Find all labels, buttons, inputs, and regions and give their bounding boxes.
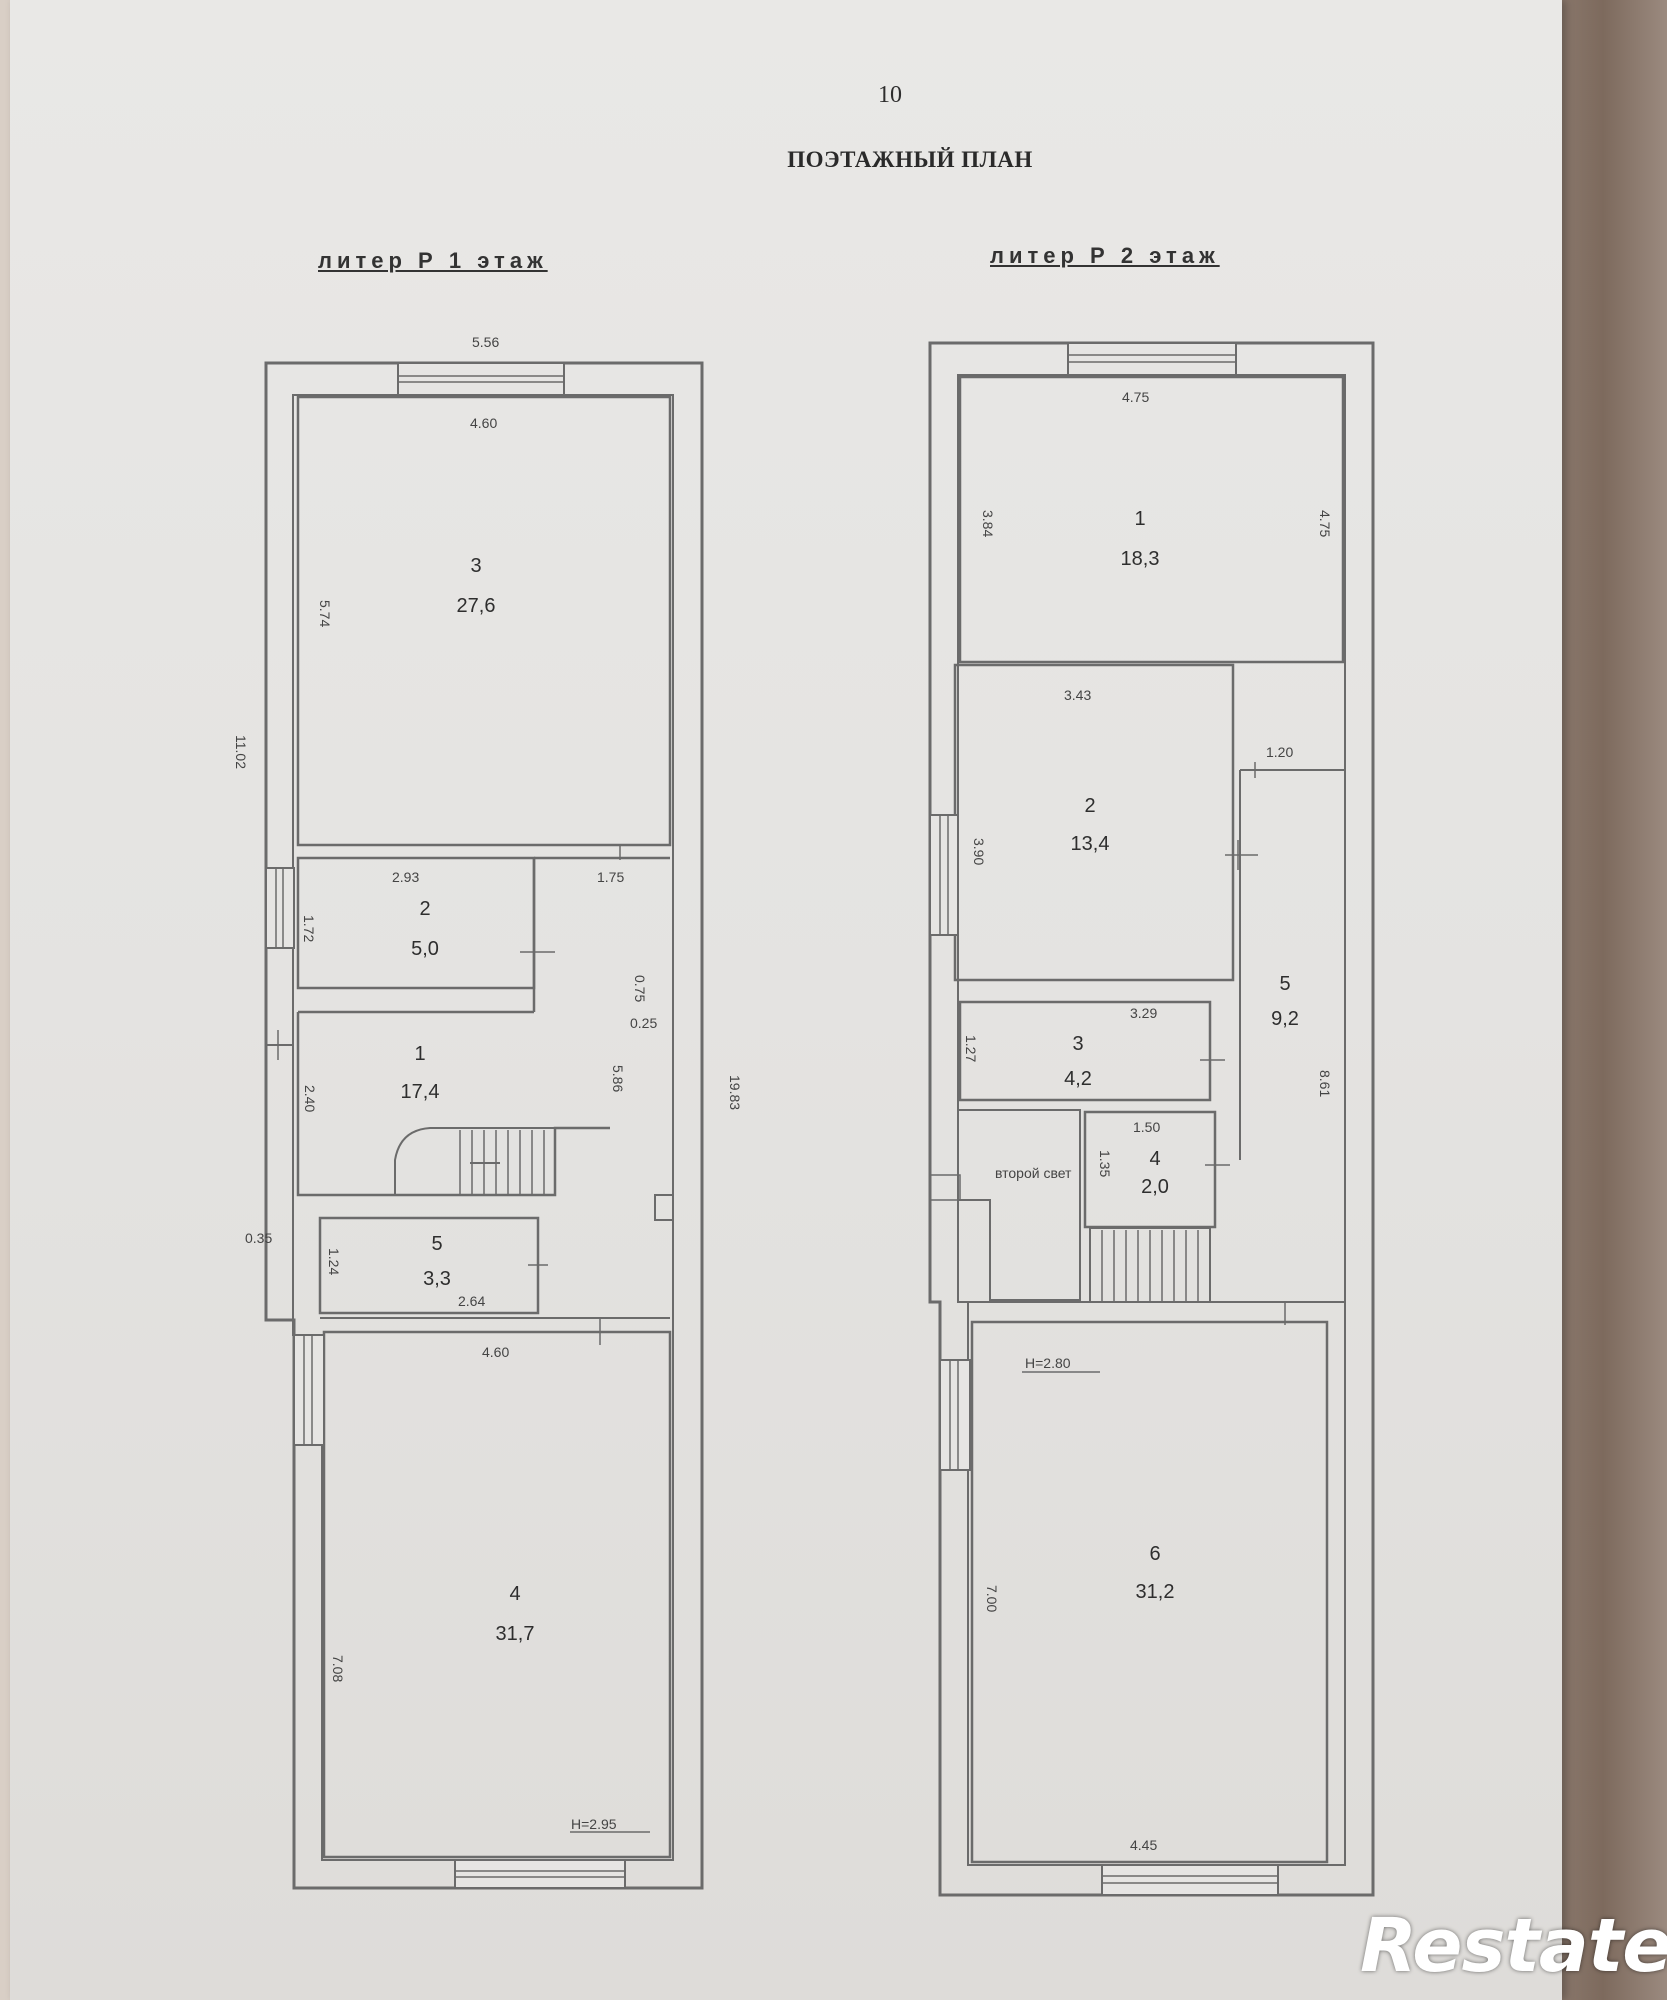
room-number: 4 <box>509 1583 520 1605</box>
room-number: 2 <box>1084 795 1095 817</box>
dim-label: 3.43 <box>1064 687 1091 703</box>
room-number: 3 <box>1072 1033 1083 1055</box>
room-f2-3 <box>958 1000 1212 1102</box>
room-number: 5 <box>1279 973 1290 995</box>
watermark-text: Restate <box>1360 1903 1667 1989</box>
room-number: 6 <box>1149 1543 1160 1565</box>
dim-label: 3.29 <box>1130 1005 1157 1021</box>
room-f1-5 <box>318 1216 540 1315</box>
room-area: 17,4 <box>401 1081 440 1103</box>
room-number: 4 <box>1149 1148 1160 1170</box>
dim-label: 7.08 <box>330 1655 346 1682</box>
floor1-plan <box>264 361 704 1890</box>
dim-label: 2.40 <box>302 1085 318 1112</box>
dim-label: 2.64 <box>458 1293 485 1309</box>
room-number: 1 <box>414 1043 425 1065</box>
background-edge <box>1560 0 1667 2000</box>
dim-f1-top: 5.56 <box>472 334 499 350</box>
window-icon <box>1101 1864 1279 1896</box>
room-number: 5 <box>431 1233 442 1255</box>
dim-f1-right: 19.83 <box>727 1075 743 1110</box>
dim-label: 2.93 <box>392 869 419 885</box>
floor1-outer-wall <box>264 361 704 1890</box>
dim-label: 1.75 <box>597 869 624 885</box>
room-f1-4 <box>322 1330 672 1859</box>
dim-label: 5.74 <box>317 600 333 627</box>
dim-label: 1.35 <box>1097 1150 1113 1177</box>
room-f2-1 <box>958 375 1345 664</box>
floor2-plan <box>928 341 1375 1897</box>
room-area: 18,3 <box>1121 548 1160 570</box>
dim-label: 0.75 <box>632 975 648 1002</box>
dim-label: 1.24 <box>326 1248 342 1275</box>
dim-label: 3.84 <box>980 510 996 537</box>
window-icon <box>939 1359 971 1471</box>
window-icon <box>397 362 565 396</box>
room-area: 2,0 <box>1141 1176 1169 1198</box>
dim-label: 1.27 <box>963 1035 979 1062</box>
dim-label: 7.00 <box>984 1585 1000 1612</box>
window-icon <box>929 814 959 936</box>
dim-label: 4.60 <box>482 1344 509 1360</box>
floor2-labels: 1 18,3 4.75 3.84 4.75 2 13,4 3.43 3.90 5… <box>963 389 1333 1853</box>
room-area: 27,6 <box>457 595 496 617</box>
height-note: H=2.80 <box>1025 1355 1071 1371</box>
page-title: ПОЭТАЖНЫЙ ПЛАН <box>787 147 1033 172</box>
window-icon <box>293 1334 325 1446</box>
dim-label: 4.45 <box>1130 1837 1157 1853</box>
dim-label: 4.75 <box>1317 510 1333 537</box>
dim-f1-gap: 0.35 <box>245 1230 272 1246</box>
restate-logo: Restate <box>1360 1895 1667 1990</box>
window-icon <box>454 1859 626 1889</box>
floor2-title: литер Р 2 этаж <box>990 243 1220 268</box>
room-f1-3 <box>296 395 672 847</box>
room-number: 2 <box>419 898 430 920</box>
dim-label: 1.72 <box>301 915 317 942</box>
room-area: 13,4 <box>1071 833 1110 855</box>
floor1-title: литер Р 1 этаж <box>318 248 548 273</box>
room-f2-2 <box>953 663 1235 982</box>
dim-f1-left: 11.02 <box>233 735 249 769</box>
page-number: 10 <box>878 82 902 108</box>
dim-label: 0.25 <box>630 1015 657 1031</box>
room-area: 31,7 <box>496 1623 535 1645</box>
room-number: 3 <box>470 555 481 577</box>
floor2-outer-wall <box>928 341 1375 1897</box>
paper-sheet <box>10 0 1562 2000</box>
dim-label: 5.86 <box>610 1065 626 1092</box>
room-f2-6 <box>970 1320 1329 1864</box>
room-area: 9,2 <box>1271 1008 1299 1030</box>
room-area: 31,2 <box>1136 1581 1175 1603</box>
room-number: 1 <box>1134 508 1145 530</box>
room-area: 3,3 <box>423 1268 451 1290</box>
stair-label: второй свет <box>995 1165 1072 1181</box>
room-area: 5,0 <box>411 938 439 960</box>
floor1-labels: 5.56 11.02 19.83 0.35 3 27,6 4.60 5.74 2… <box>233 334 743 1832</box>
dim-label: 8.61 <box>1317 1070 1333 1097</box>
room-area: 4,2 <box>1064 1068 1092 1090</box>
dim-label: 3.90 <box>971 838 987 865</box>
window-icon <box>265 867 295 949</box>
dim-label: 4.60 <box>470 415 497 431</box>
dim-label: 1.50 <box>1133 1119 1160 1135</box>
dim-label: 1.20 <box>1266 744 1293 760</box>
dim-label: 4.75 <box>1122 389 1149 405</box>
window-icon <box>1067 342 1237 376</box>
height-note: H=2.95 <box>571 1816 617 1832</box>
